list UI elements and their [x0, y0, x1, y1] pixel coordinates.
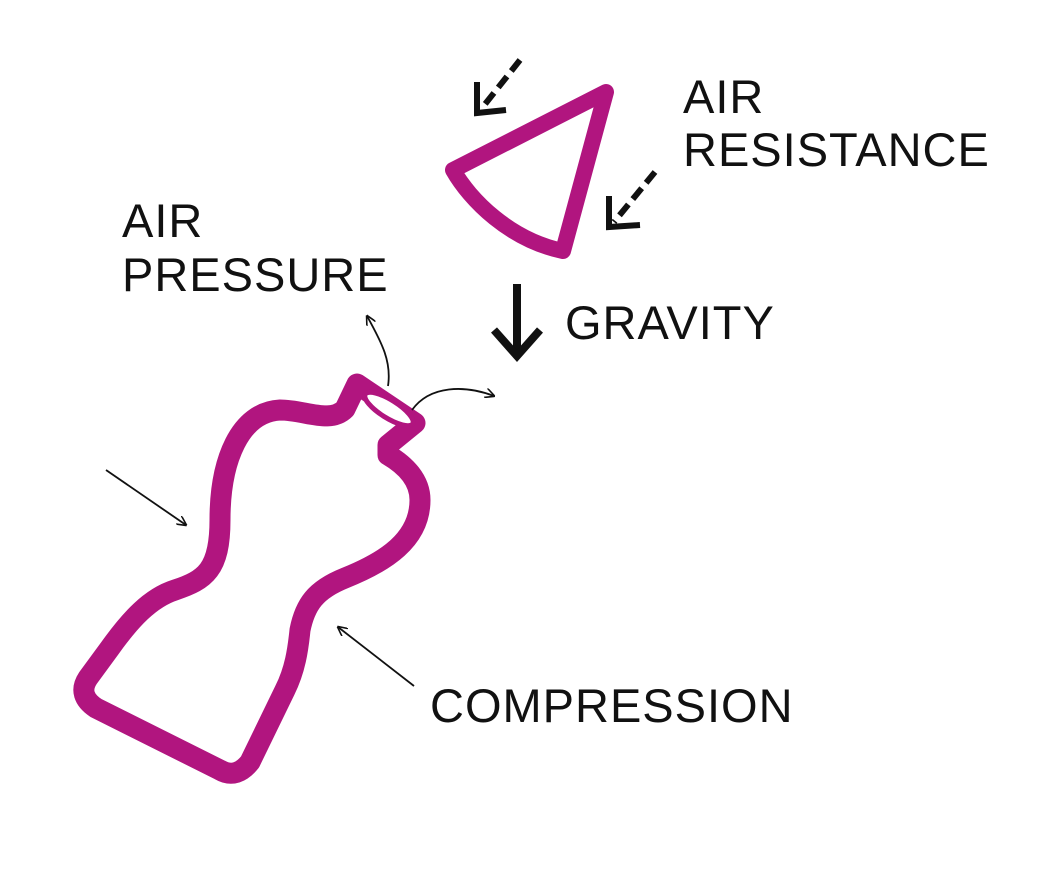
dashed-arrow-icon	[474, 58, 523, 117]
gravity-label: GRAVITY	[565, 296, 775, 349]
air-pressure-arrow-right	[411, 388, 494, 411]
air-pressure-label-line2: PRESSURE	[122, 248, 389, 301]
down-arrow-icon	[491, 284, 543, 363]
compression-arrow-left	[105, 469, 186, 525]
air-pressure-arrow-up	[367, 316, 390, 387]
dashed-arrow-icon-2	[606, 170, 658, 231]
cap-icon	[445, 84, 614, 259]
bottle-opening-icon	[362, 389, 416, 429]
air-resistance-label-line2: RESISTANCE	[683, 123, 990, 176]
air-resistance-label-line1: AIR	[683, 70, 764, 123]
air-pressure-label-line1: AIR	[122, 194, 203, 247]
compression-label: COMPRESSION	[430, 679, 794, 732]
bottle-icon	[73, 373, 431, 784]
compression-arrow-right	[338, 627, 415, 687]
